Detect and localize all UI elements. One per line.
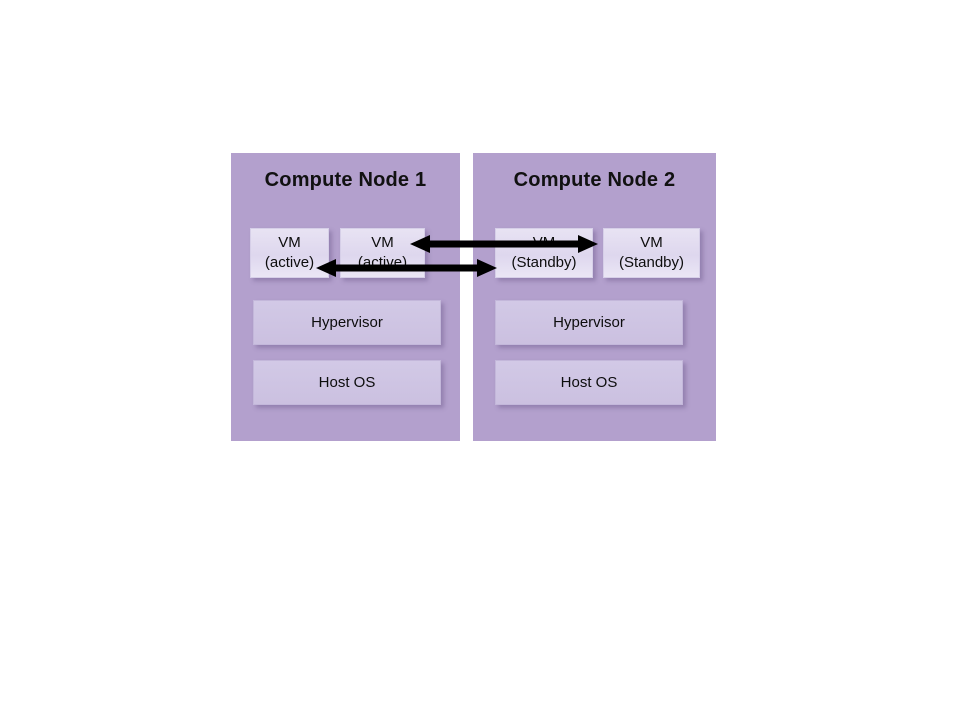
node-2-vm-standby-2: VM (Standby) (603, 228, 700, 278)
vm-label-line2: (Standby) (618, 254, 685, 271)
node-2-host-os-box: Host OS (495, 360, 683, 405)
node-2-hypervisor-box: Hypervisor (495, 300, 683, 345)
compute-node-1-title: Compute Node 1 (264, 169, 427, 191)
node-1-vm-active-2: VM (active) (340, 228, 425, 278)
vm-label-line2: (active) (264, 254, 315, 271)
compute-node-2-title: Compute Node 2 (513, 169, 676, 191)
vm-label-line1: VM (278, 234, 301, 252)
node-1-hypervisor-box: Hypervisor (253, 300, 441, 345)
vm-label-line2: (active) (357, 254, 408, 271)
node-2-vm-standby-1: VM (Standby) (495, 228, 593, 278)
node-1-host-os-box: Host OS (253, 360, 441, 405)
vm-label-line2: (Standby) (511, 254, 577, 271)
vm-label-line1: VM (371, 234, 394, 252)
node-1-vm-active-1: VM (active) (250, 228, 329, 278)
vm-label-line1: VM (532, 234, 556, 252)
vm-label-line1: VM (640, 234, 663, 252)
